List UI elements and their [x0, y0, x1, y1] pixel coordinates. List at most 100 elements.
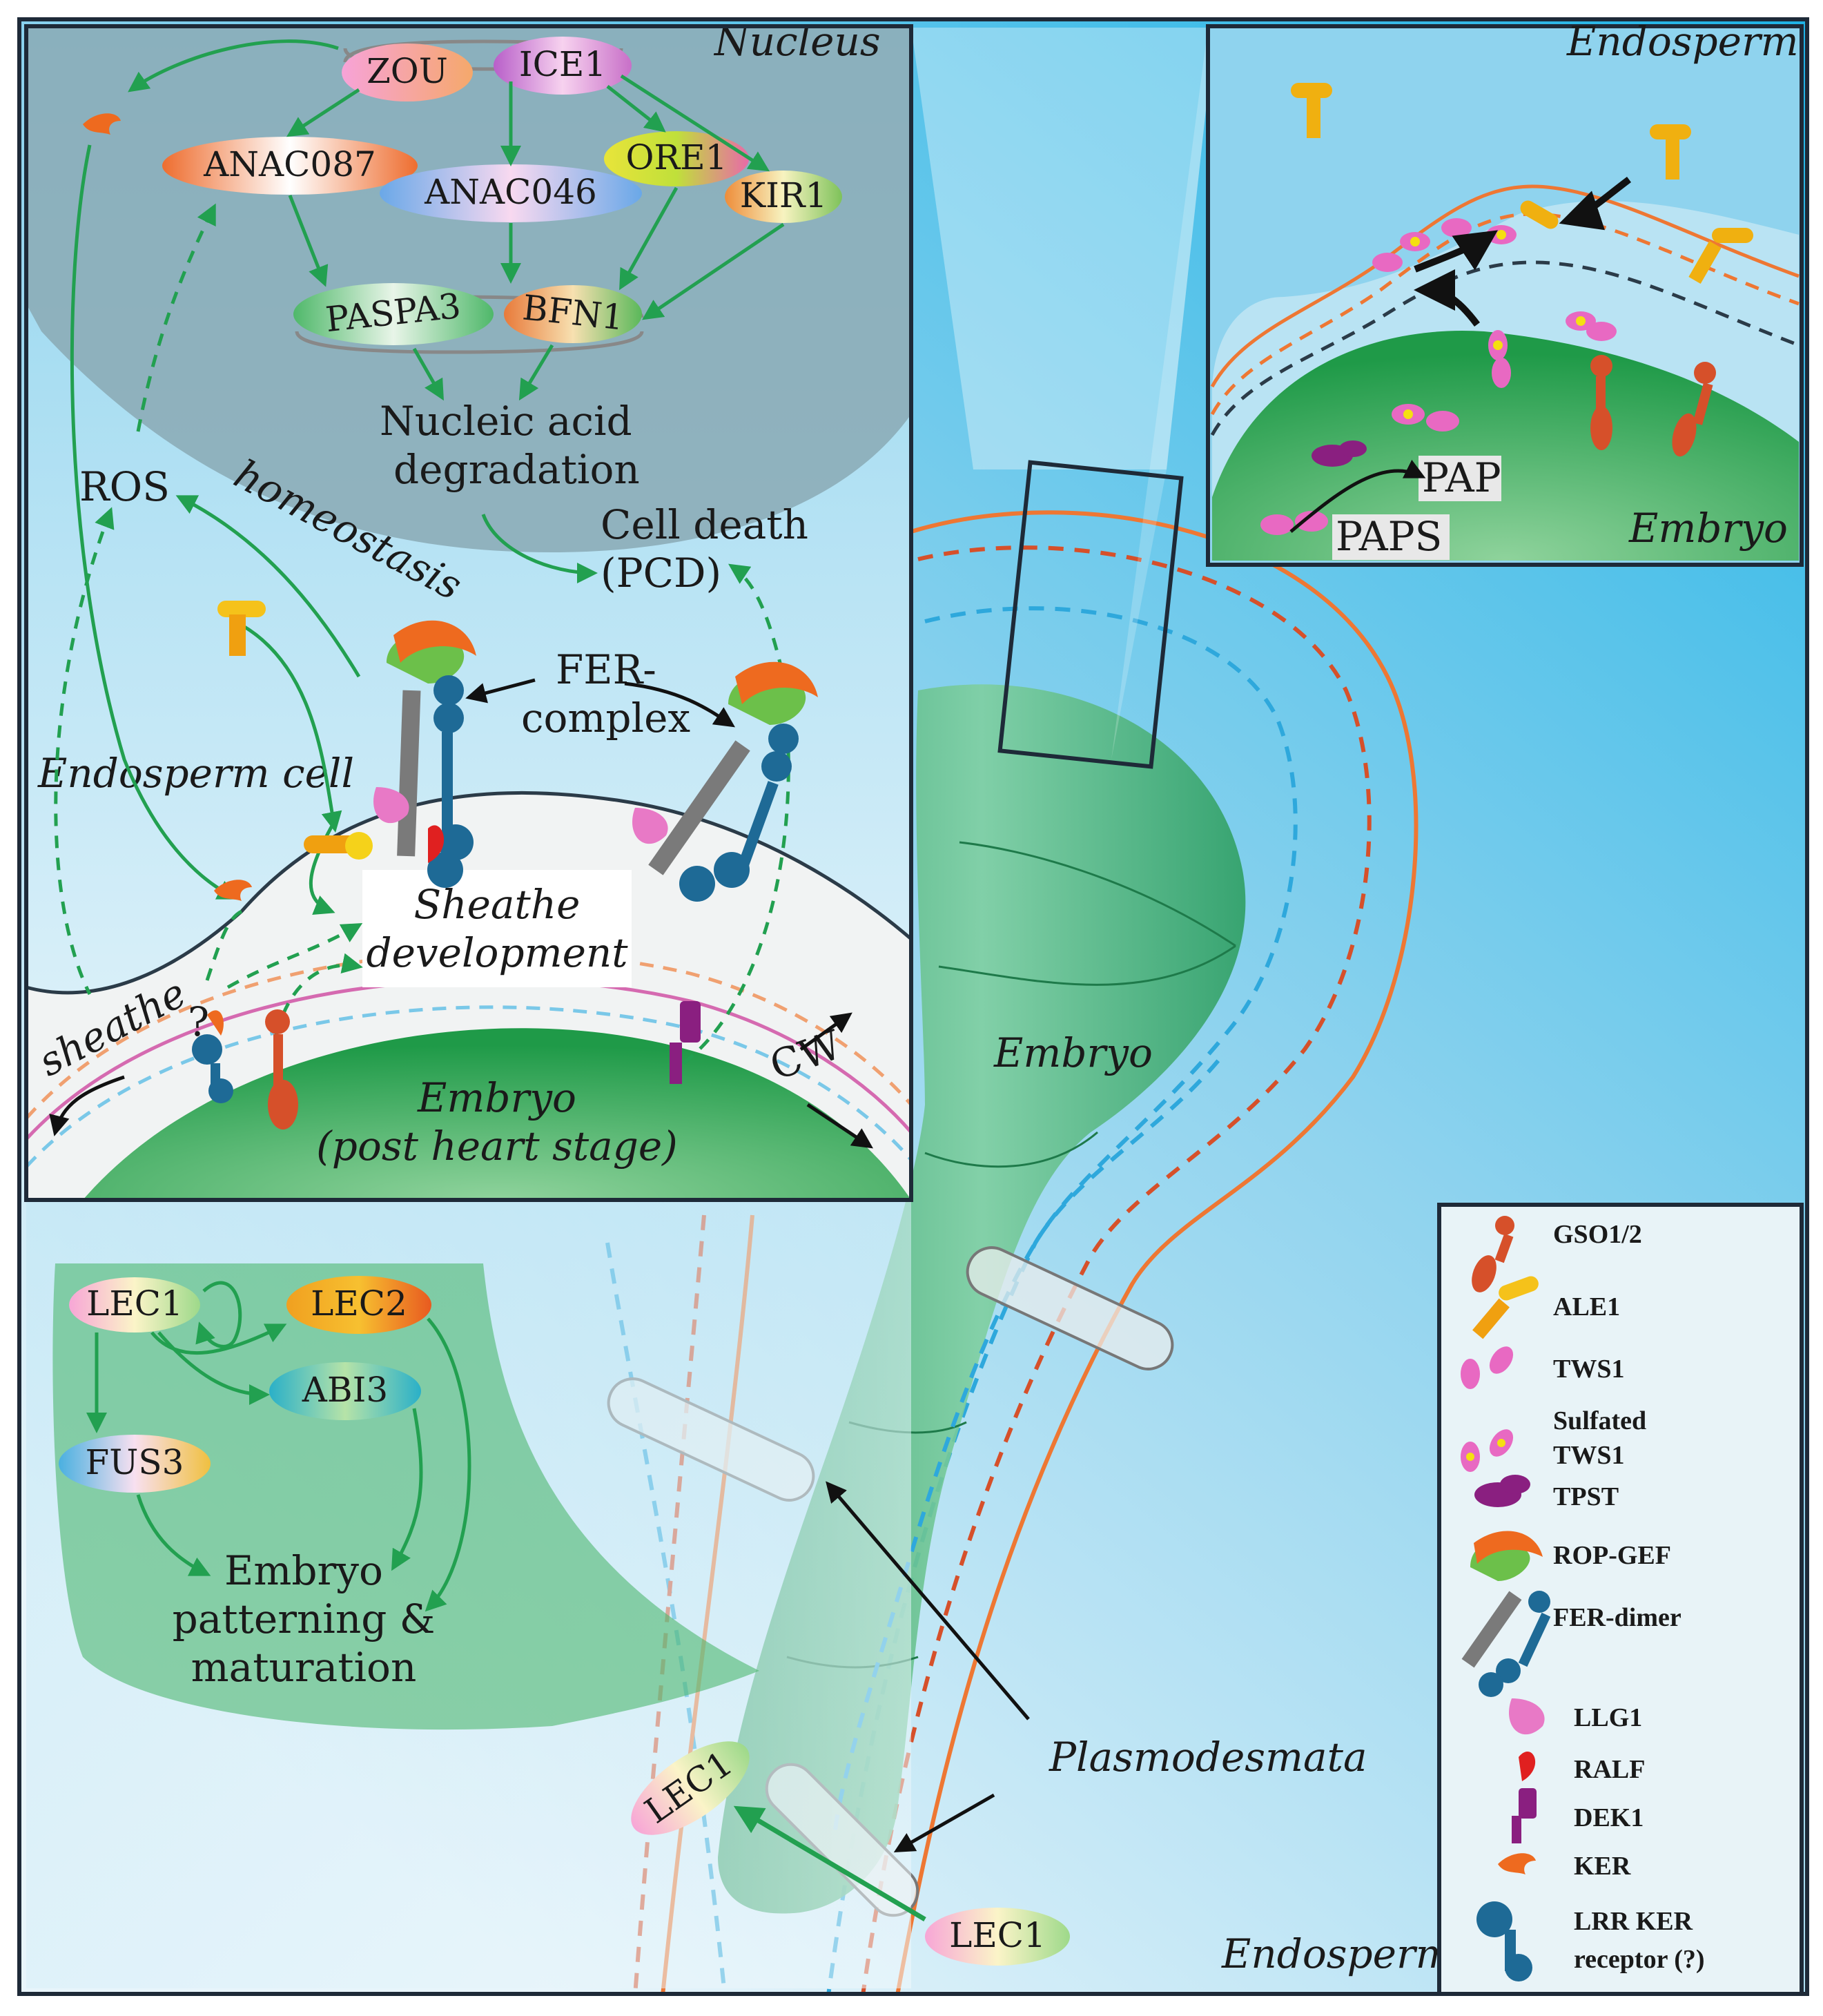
- ale1-icon: [217, 601, 266, 656]
- gene-anac046: [380, 164, 642, 222]
- llg1-legend-icon: [1509, 1698, 1545, 1735]
- inset-arrows: [1414, 177, 1632, 327]
- lec1-outside-label: LEC1: [949, 1915, 1046, 1955]
- paps-box: [1332, 514, 1450, 560]
- paps-label: PAPS: [1336, 513, 1442, 560]
- endosperm-cell-label: Endosperm cell: [37, 750, 354, 797]
- embryo-post-heart-line1: Embryo: [417, 1074, 576, 1121]
- nucleus-gene-network: ZOU ICE1 ANAC087 ANAC046 ORE1 KIR1 PASPA…: [162, 37, 842, 345]
- cell-death-line1: Cell death: [601, 501, 808, 548]
- lrr-ker-receptor-icon: [192, 1010, 233, 1103]
- gene-ore1: [604, 131, 749, 186]
- gene-ice1: [494, 37, 632, 95]
- legend-llg1: LLG1: [1574, 1703, 1642, 1732]
- ker-legend-icon: [1498, 1853, 1536, 1874]
- tpst-reaction-arrow: [1289, 459, 1426, 533]
- sulfated-tws1-legend-icon: [1461, 1429, 1514, 1472]
- cell-panel-arrows: [54, 144, 790, 1065]
- gene-zou: [342, 43, 473, 101]
- legend-rop-gef: ROP-GEF: [1553, 1541, 1671, 1570]
- lec1-inside-embryo: [631, 1741, 750, 1835]
- gso-receptor-icon: [265, 1009, 298, 1130]
- sheathe-dev-line2: development: [366, 929, 628, 976]
- ros-label: ROS: [79, 463, 170, 510]
- dek1-legend-icon: [1512, 1788, 1537, 1843]
- legend-sulfated-tws1: TWS1: [1553, 1441, 1624, 1470]
- dek1-icon: [670, 1001, 701, 1084]
- gene-abi3: [269, 1362, 421, 1420]
- gene-anac087-label: ANAC087: [203, 144, 376, 184]
- legend: GSO1/2 ALE1 TWS1 Sulfated TWS1 TPST ROP-…: [1437, 1203, 1804, 1996]
- ale1-icon: [304, 832, 373, 860]
- legend-tws1: TWS1: [1553, 1355, 1624, 1384]
- ker-icon: [214, 880, 252, 901]
- pap-box: [1419, 456, 1501, 501]
- lrr-ker-receptor-legend-icon: [1476, 1901, 1532, 1981]
- nucleic-acid-line2: degradation: [393, 446, 640, 493]
- ralf-legend-icon: [1519, 1752, 1536, 1781]
- inset-endosperm-label: Endosperm: [1566, 18, 1799, 65]
- gene-fus3: [59, 1435, 211, 1493]
- gene-anac087: [162, 137, 418, 195]
- pap-label: PAP: [1422, 454, 1501, 501]
- plasmodesmata-arrows: [826, 1481, 1030, 1852]
- legend-gso12: GSO1/2: [1553, 1220, 1642, 1249]
- embryo-patterning-line2: patterning &: [173, 1596, 436, 1642]
- cell-death-line2: (PCD): [601, 550, 721, 597]
- gene-kir1: [725, 171, 842, 223]
- ker-icon: [83, 113, 121, 135]
- sheathe-dev-line1: Sheathe: [414, 881, 581, 928]
- gene-lec2: [286, 1276, 431, 1334]
- tpst-legend-icon: [1474, 1475, 1530, 1507]
- gene-lec2-label: LEC2: [311, 1283, 407, 1324]
- cell-panel-black-arrows: [49, 678, 873, 1149]
- zoom-box: [911, 28, 1215, 769]
- gene-lec1-label: LEC1: [86, 1283, 183, 1324]
- gene-kir1-label: KIR1: [740, 175, 828, 215]
- legend-fer-dimer: FER-dimer: [1553, 1603, 1681, 1632]
- outer-border: [17, 17, 1809, 1996]
- legend-sulfated: Sulfated: [1553, 1406, 1646, 1435]
- sheathe-development-box: Sheathe development: [362, 870, 632, 987]
- gene-bfn1: [504, 285, 642, 343]
- ale1-legend-icon: [1472, 1276, 1539, 1339]
- lec-gene-network: LEC1 LEC2 ABI3 FUS3: [59, 1276, 431, 1493]
- plasmodesmata-label: Plasmodesmata: [1049, 1734, 1367, 1781]
- gene-ice1-label: ICE1: [519, 44, 606, 84]
- inset-embryo-label: Embryo: [1628, 505, 1788, 552]
- nucleic-acid-line1: Nucleic acid: [380, 398, 632, 445]
- fer-dimer-legend-icon: [1461, 1591, 1551, 1697]
- lec1-outside-embryo: [925, 1908, 1070, 1966]
- embryo-patterning-line1: Embryo: [224, 1547, 383, 1594]
- embryo-post-heart-line2: (post heart stage): [316, 1123, 678, 1170]
- legend-dek1: DEK1: [1574, 1803, 1644, 1832]
- cell-panel: [24, 24, 913, 1202]
- gene-abi3-label: ABI3: [302, 1370, 388, 1410]
- fer-complex-right: [632, 661, 818, 902]
- gene-fus3-label: FUS3: [86, 1442, 184, 1482]
- legend-receptor: receptor (?): [1574, 1945, 1705, 1974]
- cell-panel-border: [24, 24, 913, 1202]
- legend-tpst: TPST: [1553, 1482, 1619, 1511]
- embryo-patterning-line3: maturation: [191, 1644, 417, 1691]
- tws1-legend-icon: [1461, 1346, 1514, 1389]
- legend-ker: KER: [1574, 1852, 1631, 1881]
- lec-arrows: [86, 1281, 471, 1612]
- gene-paspa3: [293, 283, 494, 345]
- gene-anac046-label: ANAC046: [424, 172, 597, 212]
- gene-ore1-label: ORE1: [626, 137, 728, 177]
- inset-panel: [1206, 24, 1804, 567]
- fer-complex-left: [373, 620, 476, 888]
- legend-lrr-ker: LRR KER: [1574, 1907, 1693, 1936]
- fer-complex-line2: complex: [521, 695, 690, 742]
- nucleus-arrows: [128, 39, 785, 583]
- main-embryo-label: Embryo: [993, 1029, 1153, 1076]
- legend-ale1: ALE1: [1553, 1292, 1620, 1321]
- gene-zou-label: ZOU: [367, 51, 448, 91]
- rop-gef-legend-icon: [1470, 1531, 1543, 1581]
- main-endosperm-label: Endosperm: [1221, 1930, 1454, 1977]
- gso-legend-icon: [1472, 1216, 1514, 1292]
- legend-ralf: RALF: [1574, 1755, 1645, 1784]
- gene-lec1: [69, 1277, 200, 1332]
